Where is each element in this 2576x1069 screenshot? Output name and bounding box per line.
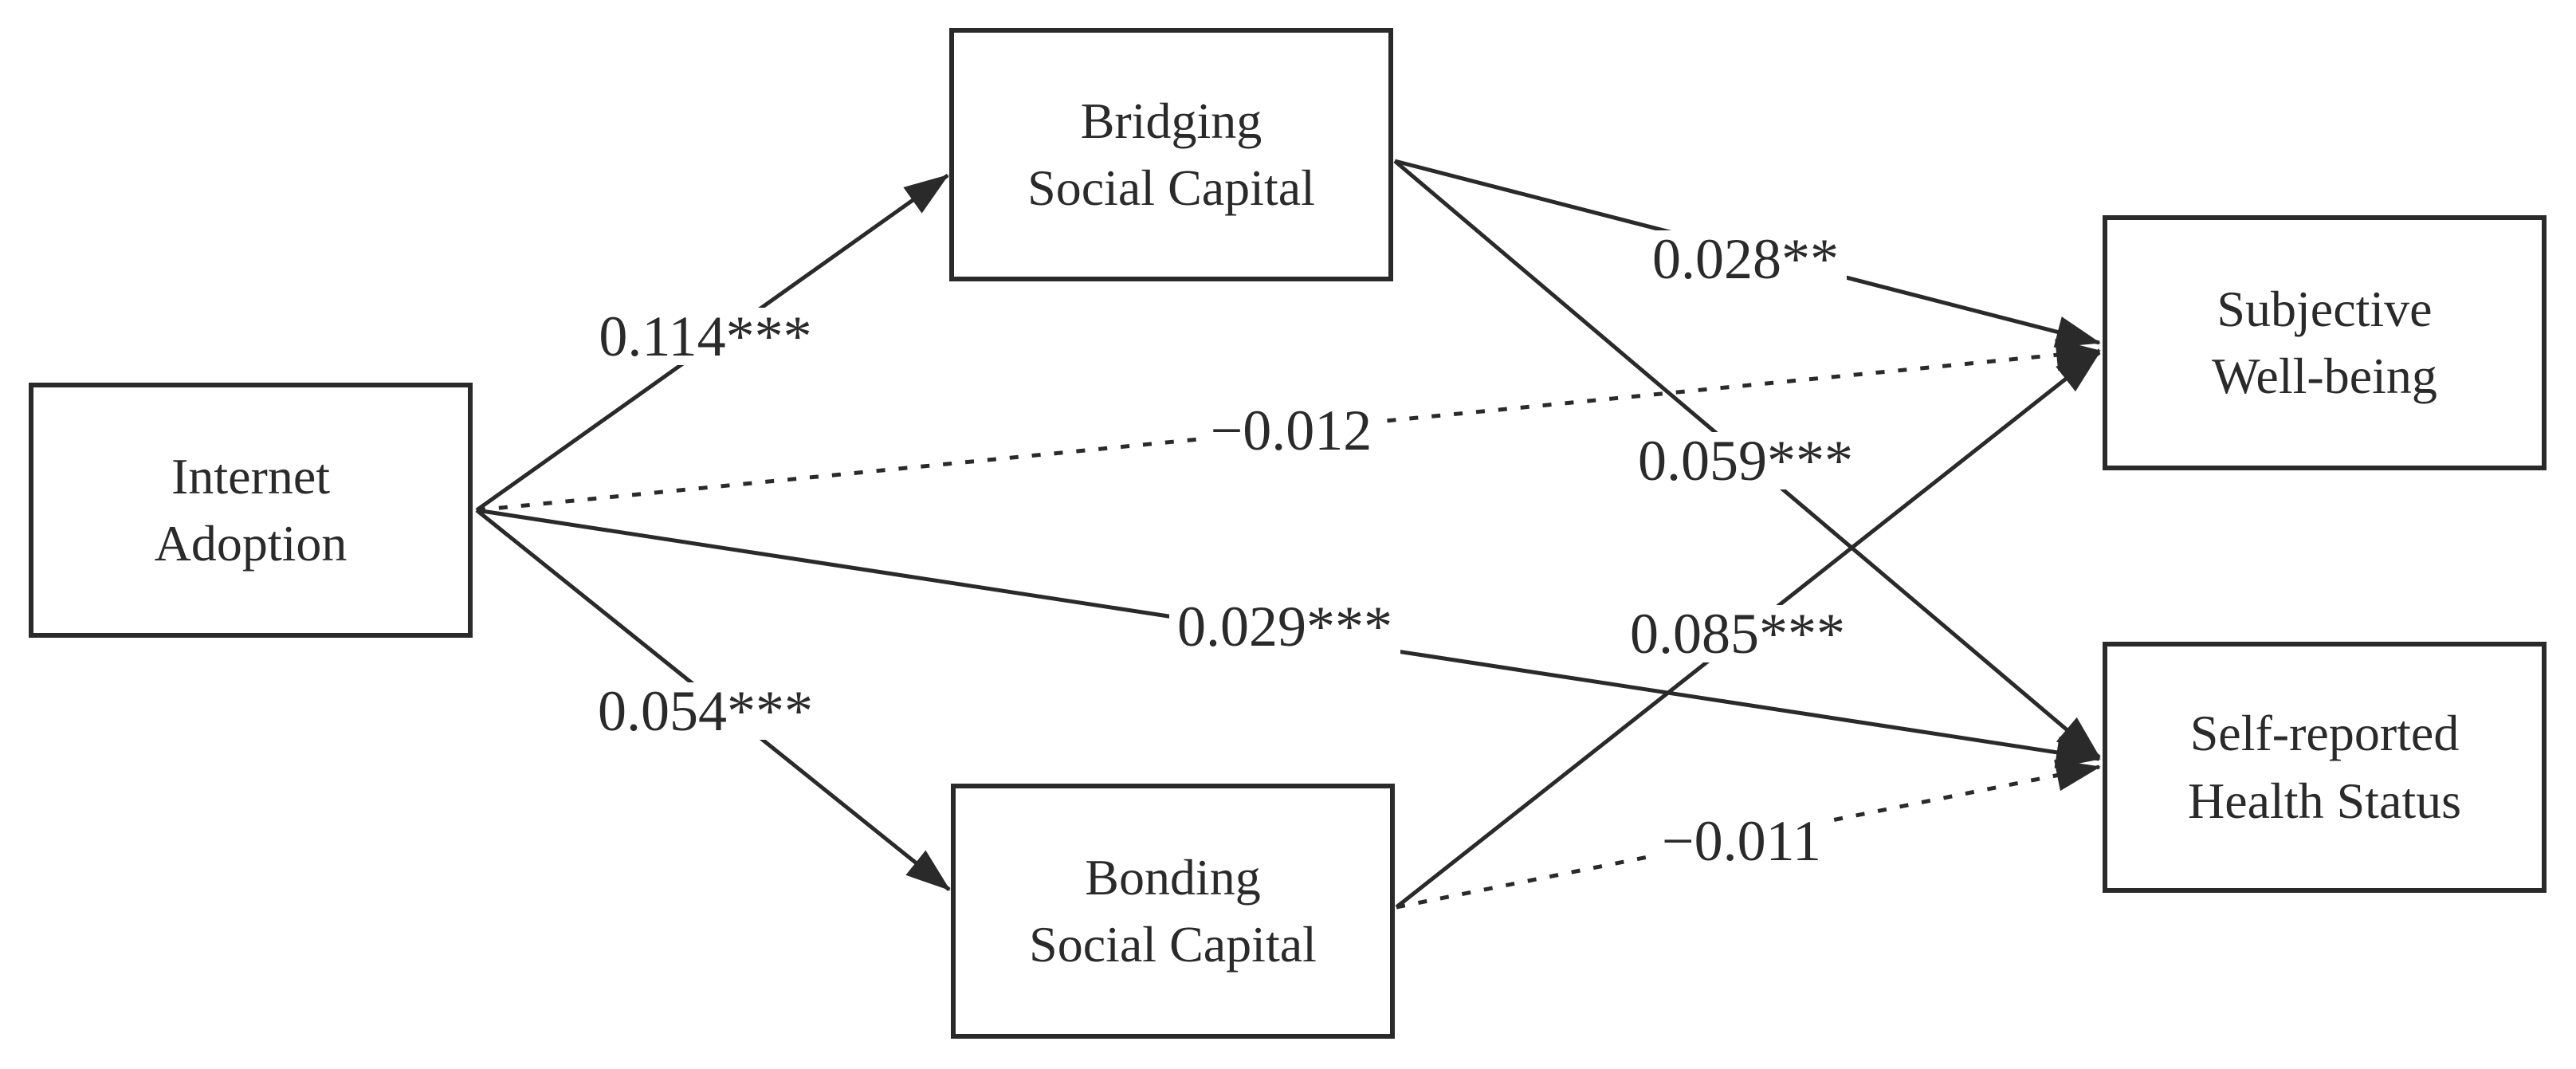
node-label: Self-reported — [2189, 705, 2460, 762]
coefficient-ia-to-bonding: 0.054*** — [590, 682, 821, 740]
node-label: Well-being — [2212, 348, 2437, 404]
node-label: Health Status — [2187, 772, 2462, 829]
node-label: Subjective — [2217, 280, 2433, 337]
node-bridging-social-capital: Bridging Social Capital — [949, 28, 1393, 281]
coefficient-bridging-to-swb: 0.028** — [1644, 230, 1847, 288]
node-label: Bonding — [1085, 848, 1261, 906]
node-label: Internet — [171, 447, 330, 505]
node-label: Adoption — [154, 515, 348, 572]
node-self-reported-health: Self-reported Health Status — [2103, 642, 2547, 893]
node-label: Bridging — [1080, 92, 1262, 149]
node-label: Social Capital — [1029, 916, 1317, 973]
coefficient-ia-to-bridging: 0.114*** — [591, 308, 820, 365]
coefficient-ia-to-srhs: 0.029*** — [1169, 598, 1400, 655]
coefficient-bridging-to-srhs: 0.059*** — [1630, 432, 1861, 489]
arrow-ia-to-swb — [476, 339, 2101, 513]
node-subjective-wellbeing: Subjective Well-being — [2103, 215, 2547, 470]
coefficient-bonding-to-srhs: −0.011 — [1654, 812, 1829, 870]
node-bonding-social-capital: Bonding Social Capital — [951, 784, 1395, 1039]
node-internet-adoption: Internet Adoption — [29, 383, 473, 638]
coefficient-bonding-to-swb: 0.085*** — [1622, 605, 1853, 662]
node-label: Social Capital — [1027, 159, 1315, 216]
coefficient-ia-to-swb: −0.012 — [1202, 402, 1380, 459]
